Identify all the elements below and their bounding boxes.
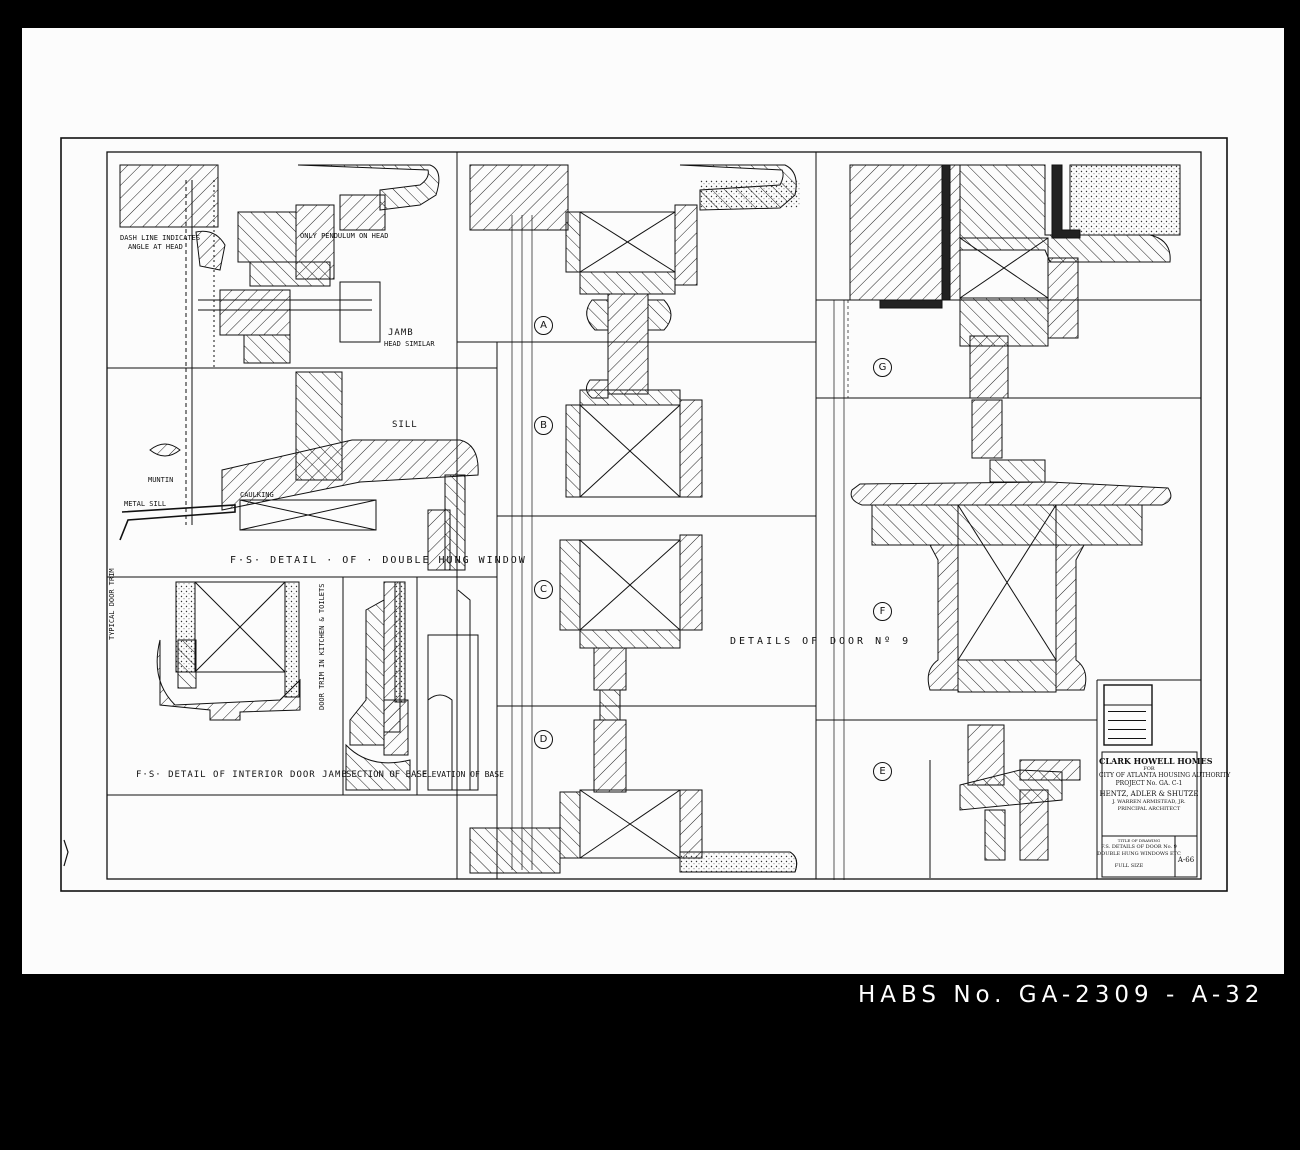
label-metal-sill: METAL SILL	[124, 500, 167, 508]
label-jamb: JAMB	[388, 328, 414, 338]
label-dash-line-1: DASH LINE INDICATES	[120, 234, 201, 242]
steel-angle-head-detail	[816, 164, 1201, 399]
sheet-border	[60, 137, 1228, 892]
label-muntin: MUNTIN	[148, 476, 174, 484]
title-drawing-2: F.S. DETAILS OF DOOR No. 9	[1101, 844, 1177, 850]
door-profile-column	[469, 164, 800, 874]
title-project: CLARK HOWELL HOMES	[1099, 756, 1213, 766]
title-sheet-no: A-66	[1177, 856, 1195, 864]
section-tag-f: F	[873, 602, 892, 621]
title-block-frame	[1101, 684, 1198, 878]
window-sill-detail	[119, 368, 479, 571]
title-architects: HENTZ, ADLER & SHUTZE	[1099, 790, 1199, 798]
drawing-border	[106, 151, 1202, 880]
window-jamb-detail	[119, 164, 440, 368]
title-scale: FULL SIZE	[1114, 863, 1144, 869]
section-tag-a: A	[534, 316, 553, 335]
title-project-no: PROJECT No. GA. C-1	[1115, 780, 1183, 787]
title-for: FOR	[1143, 766, 1155, 772]
label-head-similar: HEAD SIMILAR	[384, 340, 435, 348]
section-tag-c: C	[534, 580, 553, 599]
label-caulking: CAULKING	[240, 491, 274, 499]
door-bottom-section	[929, 724, 1081, 878]
typical-door-trim	[156, 581, 301, 721]
habs-reference-number: HABS No. GA-2309 - A-32	[858, 982, 1265, 1008]
title-armistead: J. WARREN ARMISTEAD, JR.	[1112, 799, 1186, 805]
title-drawing-1: TITLE OF DRAWING	[1117, 838, 1161, 843]
elevation-of-base	[427, 589, 479, 791]
approval-stamp	[1104, 705, 1152, 745]
label-only-pendulum: ONLY PENDULUM ON HEAD	[300, 232, 389, 240]
section-tag-d: D	[534, 730, 553, 749]
dimension-lines	[511, 215, 849, 880]
title-block: CLARK HOWELL HOMES FOR CITY OF ATLANTA H…	[1097, 754, 1231, 876]
section-of-base-title: SECTION OF BASE	[346, 770, 428, 780]
window-detail-title: F·S· DETAIL · OF · DOUBLE HUNG WINDOW	[230, 555, 527, 566]
section-tag-b: B	[534, 416, 553, 435]
details-of-door-title-1: DETAILS OF	[730, 636, 821, 647]
section-tag-g: G	[873, 358, 892, 377]
interior-jamb-title: F·S· DETAIL OF INTERIOR DOOR JAMB	[136, 770, 348, 780]
title-principal: PRINCIPAL ARCHITECT	[1117, 806, 1181, 812]
details-of-door-title-2: DOOR Nº 9	[830, 636, 912, 647]
door-threshold-section	[850, 399, 1172, 693]
elevation-of-base-title: ELEVATION OF BASE	[422, 770, 504, 779]
title-authority: CITY OF ATLANTA HOUSING AUTHORITY	[1099, 772, 1231, 779]
label-typical-door-trim: TYPICAL DOOR TRIM	[108, 568, 116, 640]
section-of-base	[345, 581, 411, 791]
section-tag-e: E	[873, 762, 892, 781]
margin-mark	[63, 839, 69, 867]
panel-grid	[107, 152, 1201, 879]
title-drawing-3: DOUBLE HUNG WINDOWS ETC	[1097, 851, 1181, 857]
label-sill: SILL	[392, 420, 418, 430]
label-door-trim-kitchen: DOOR TRIM IN KITCHEN & TOILETS	[318, 583, 326, 710]
label-dash-line-2: ANGLE AT HEAD	[128, 243, 183, 251]
